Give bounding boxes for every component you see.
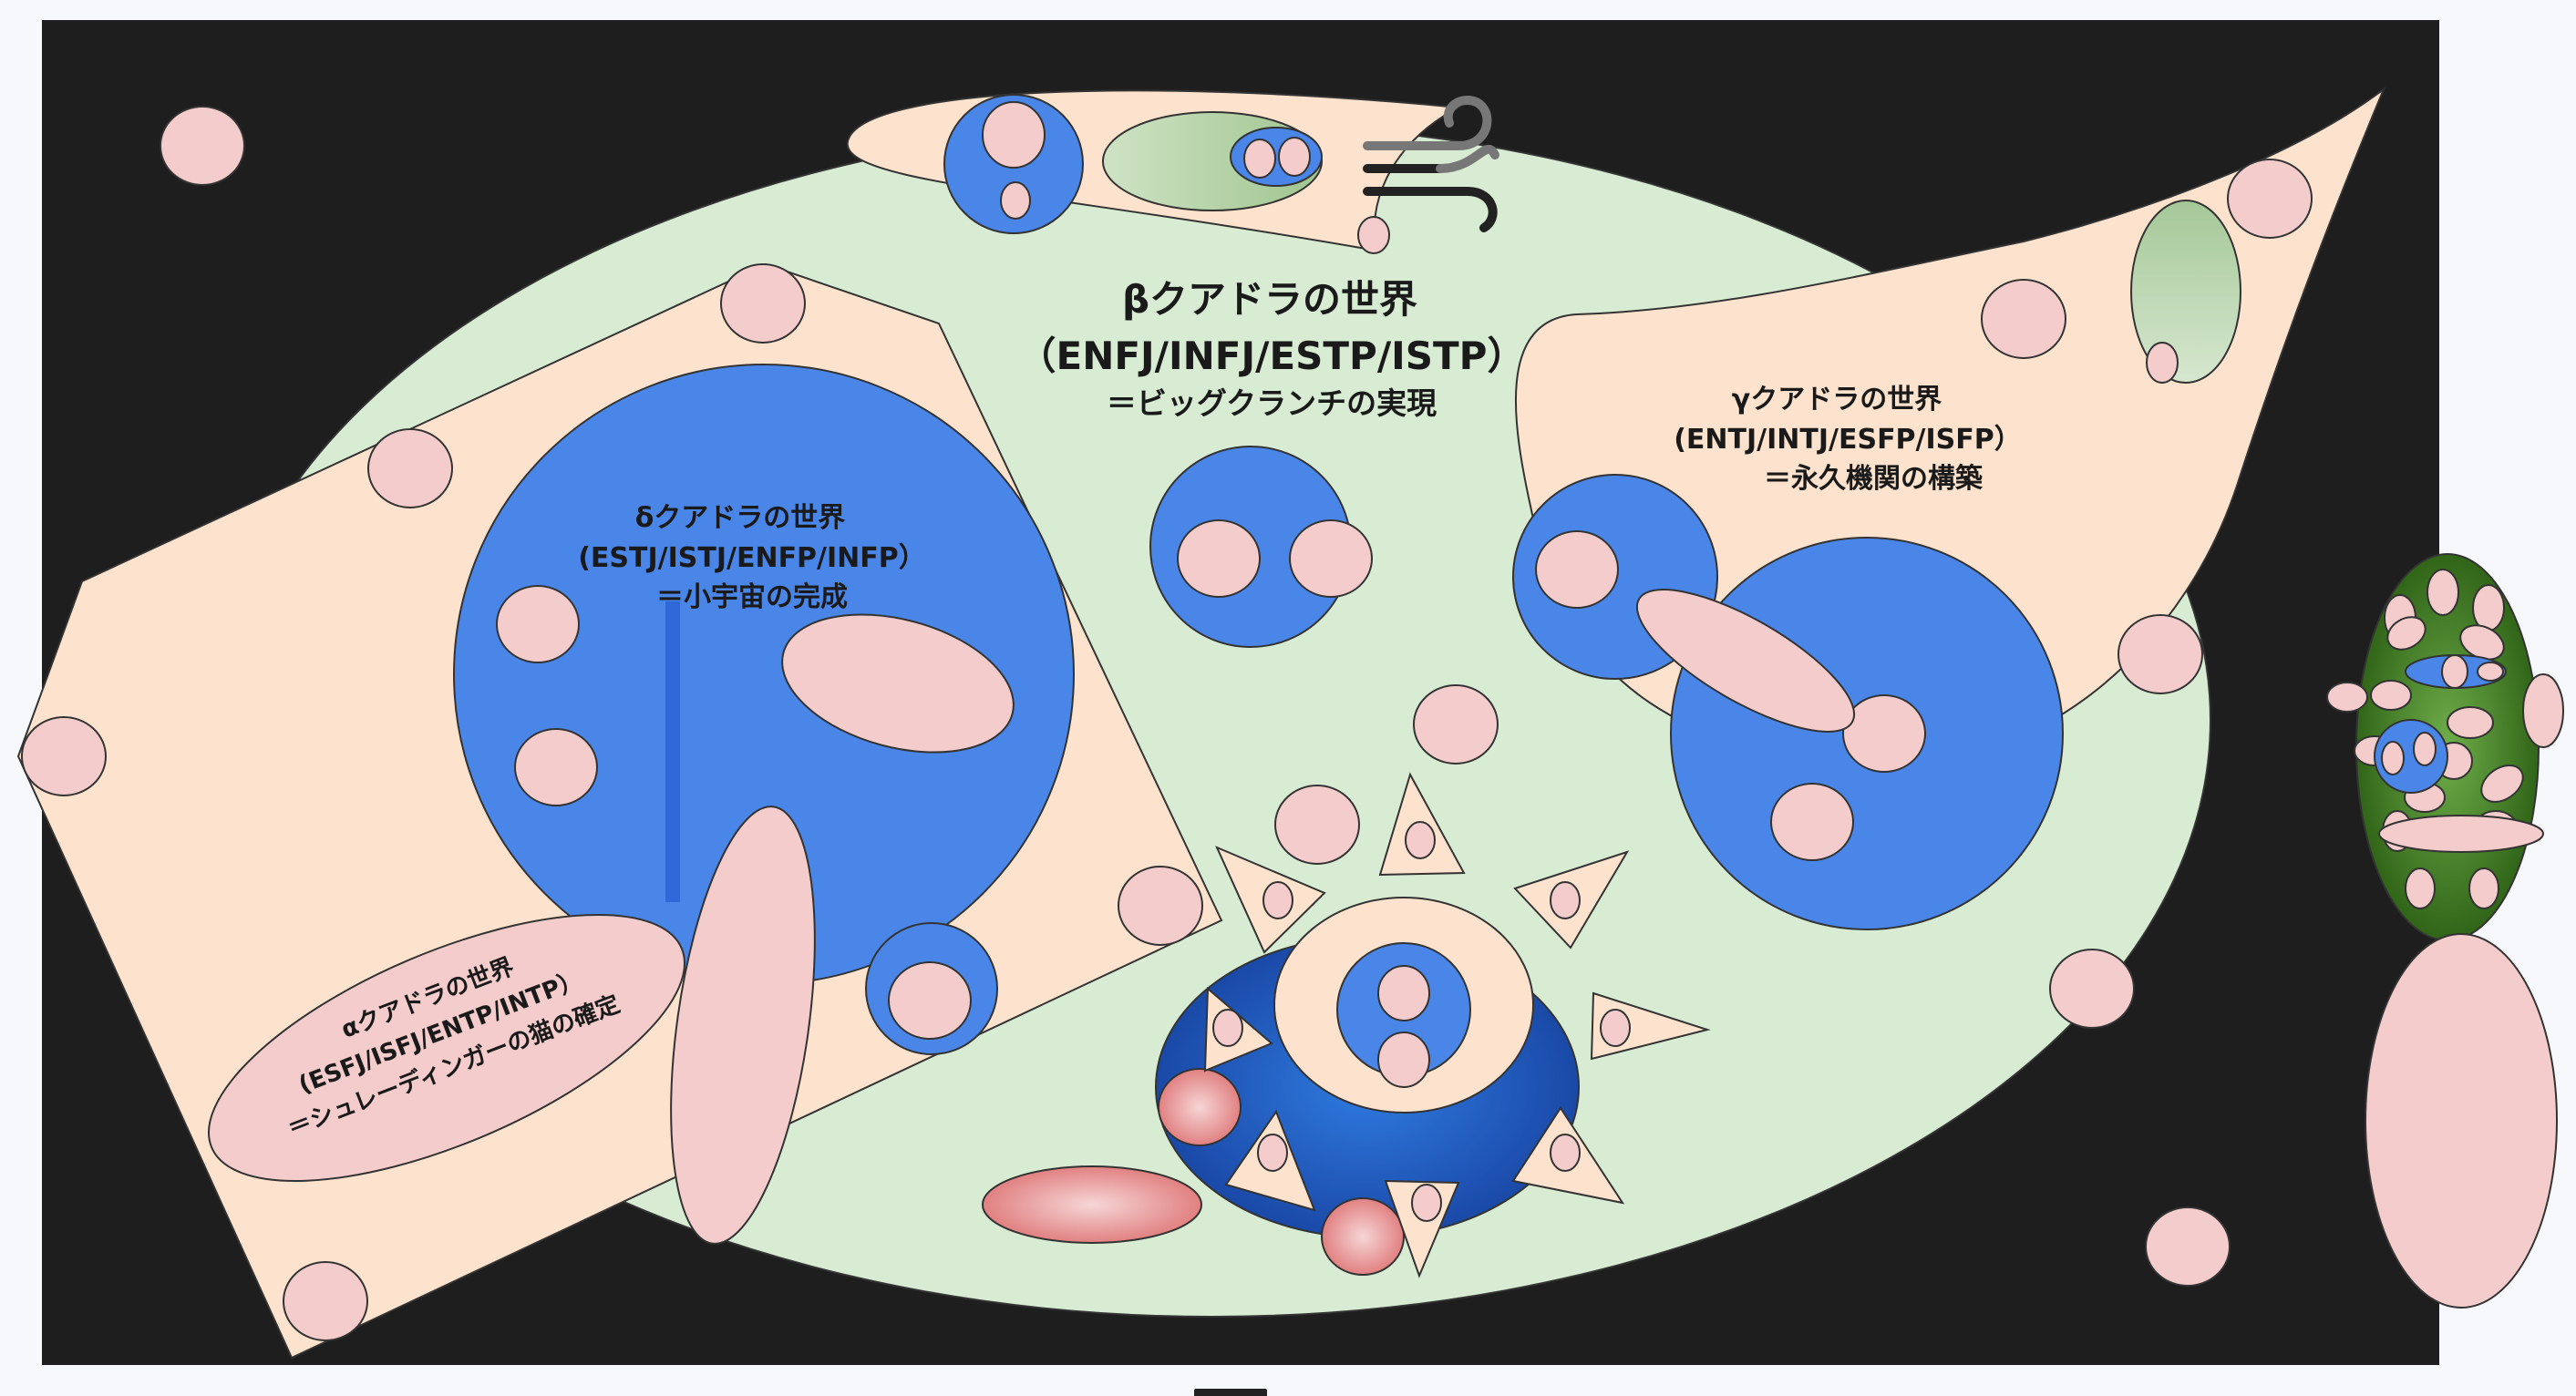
delta-inner-1 (496, 585, 580, 663)
bottom-red-bar (982, 1165, 1202, 1244)
sun-ray-seeds (1212, 821, 1631, 1222)
gamma-green-pod (2130, 200, 2241, 384)
gamma-theme: ＝永久機関の構築 (1764, 463, 1984, 495)
alpha-world (208, 914, 685, 1182)
beta-theme: ＝ビッグクランチの実現 (1107, 385, 1437, 421)
right-pink-small (2145, 1206, 2231, 1287)
right-green-blue-2-seed-b (2413, 732, 2437, 766)
alpha-side-ellipse (670, 806, 816, 1245)
gamma-types: (ENTJ/INTJ/ESFP/ISFP） (1674, 424, 2022, 456)
right-green-band (2378, 815, 2544, 853)
bottom-halo-core-2 (1377, 1032, 1430, 1088)
delta-theme: ＝小宇宙の完成 (656, 581, 848, 613)
wind-icon (1363, 95, 1499, 232)
gamma-diagonal-ellipse (1635, 589, 1856, 733)
right-green-blue-1-seed-b (2477, 662, 2504, 682)
gamma-green-pod-seed (2146, 342, 2179, 384)
delta-title: δクアドラの世界 (635, 502, 846, 534)
delta-types: (ESTJ/ISTJ/ENFP/INFP） (578, 542, 926, 574)
top-lens-group (846, 89, 1462, 254)
bottom-tab (1194, 1389, 1267, 1396)
right-pink-large (2365, 933, 2558, 1309)
delta-beam (665, 601, 680, 902)
right-green-blue-2-seed-a (2381, 741, 2405, 775)
gamma-left-cell-core (1535, 530, 1619, 609)
bottom-red-1 (1158, 1068, 1242, 1146)
beta-title: βクアドラの世界 (1122, 277, 1417, 322)
bottom-halo-core-1 (1377, 965, 1430, 1021)
gamma-main-2 (1770, 783, 1854, 861)
beta-beads (160, 106, 2135, 1029)
beta-core-right (1289, 519, 1373, 598)
bottom-red-2 (1321, 1197, 1405, 1276)
delta-inner-2 (514, 728, 598, 806)
gamma-title: γクアドラの世界 (1732, 384, 1942, 416)
delta-inner-ellipse (781, 613, 1015, 754)
delta-small-cell-core (888, 961, 972, 1040)
beta-core-left (1177, 519, 1261, 598)
delta-frame-beads (21, 263, 1203, 1341)
beta-types: （ENFJ/INFJ/ESTP/ISTP） (1018, 334, 1526, 378)
right-green-blue-1-seed-a (2441, 654, 2468, 689)
gamma-main-1 (1842, 694, 1926, 773)
gamma-beads (1981, 159, 2313, 694)
